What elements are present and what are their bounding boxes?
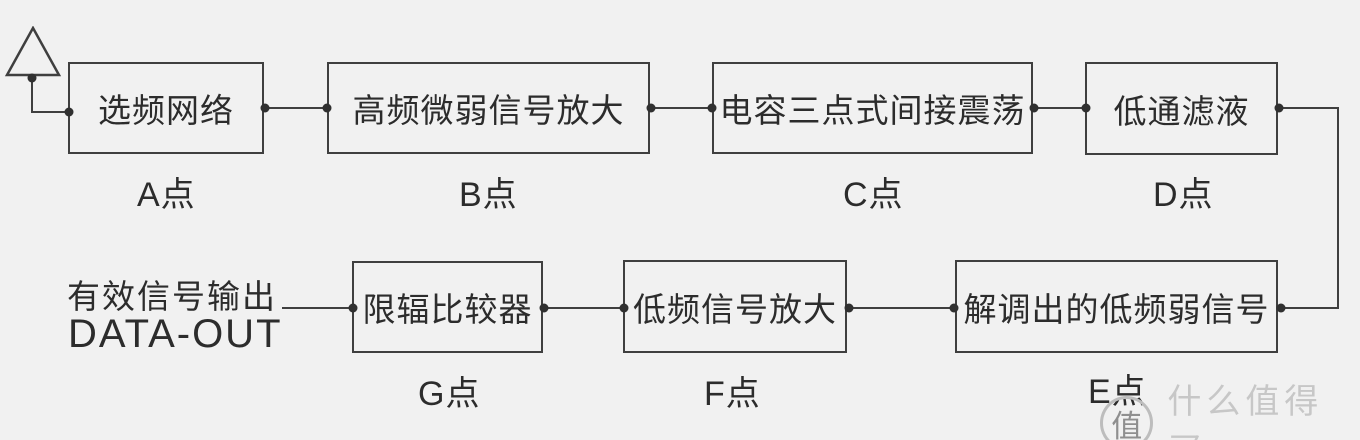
block-f-text: 低频信号放大 <box>633 290 837 328</box>
connector-e-f <box>847 307 955 309</box>
point-label-a: A点 <box>137 176 196 214</box>
connector-dot <box>707 103 717 113</box>
block-b-rf-amplifier: 高频微弱信号放大 <box>327 62 650 154</box>
block-c-oscillator: 电容三点式间接震荡 <box>712 62 1033 154</box>
watermark-badge-icon: 值 <box>1100 396 1154 440</box>
block-c-text: 电容三点式间接震荡 <box>719 92 1026 129</box>
connector-g-output <box>282 307 352 309</box>
point-label-b: B点 <box>459 176 518 214</box>
connector-dot <box>1274 103 1284 113</box>
connector-d-out <box>1278 107 1339 109</box>
block-b-text: 高频微弱信号放大 <box>352 92 625 129</box>
connector-right-drop <box>1337 107 1339 309</box>
watermark: 值 什么值得买 <box>1100 374 1360 440</box>
connector-e-in <box>1278 307 1339 309</box>
connector-a-b <box>264 107 327 109</box>
connector-dot <box>64 107 74 117</box>
block-e-demodulated-signal: 解调出的低频弱信号 <box>955 260 1278 353</box>
connector-dot <box>1081 103 1091 113</box>
point-label-d: D点 <box>1153 176 1214 214</box>
connector-dot <box>1029 103 1039 113</box>
block-d-lowpass-filter: 低通滤液 <box>1085 62 1278 155</box>
antenna-feed-line <box>31 77 33 113</box>
connector-b-c <box>650 107 712 109</box>
connector-dot <box>1276 303 1286 313</box>
watermark-site-name: 什么值得买 <box>1167 383 1324 440</box>
block-g-text: 限辐比较器 <box>362 291 533 328</box>
connector-dot <box>619 303 629 313</box>
connector-dot <box>539 303 549 313</box>
block-d-text: 低通滤液 <box>1113 92 1250 130</box>
connector-dot <box>949 303 959 313</box>
connector-dot <box>646 103 656 113</box>
connector-dot <box>260 103 270 113</box>
output-label-en: DATA-OUT <box>68 312 283 356</box>
connector-dot <box>844 303 854 313</box>
block-g-limiter-comparator: 限辐比较器 <box>352 261 543 353</box>
connector-dot <box>27 73 37 83</box>
point-label-g: G点 <box>418 375 481 413</box>
block-a-freq-select: 选频网络 <box>68 62 264 154</box>
connector-c-d <box>1033 107 1085 109</box>
point-label-f: F点 <box>704 375 761 413</box>
watermark-badge-char: 值 <box>1111 408 1143 440</box>
output-label-cn: 有效信号输出 <box>67 278 277 315</box>
connector-dot <box>348 303 358 313</box>
block-f-af-amplifier: 低频信号放大 <box>623 260 847 353</box>
antenna-to-block-a-line <box>31 111 69 113</box>
connector-dot <box>322 103 332 113</box>
antenna-icon <box>4 26 62 77</box>
point-label-c: C点 <box>843 176 904 214</box>
connector-f-g <box>543 307 623 309</box>
block-a-text: 选频网络 <box>98 92 234 129</box>
block-e-text: 解调出的低频弱信号 <box>963 290 1270 328</box>
